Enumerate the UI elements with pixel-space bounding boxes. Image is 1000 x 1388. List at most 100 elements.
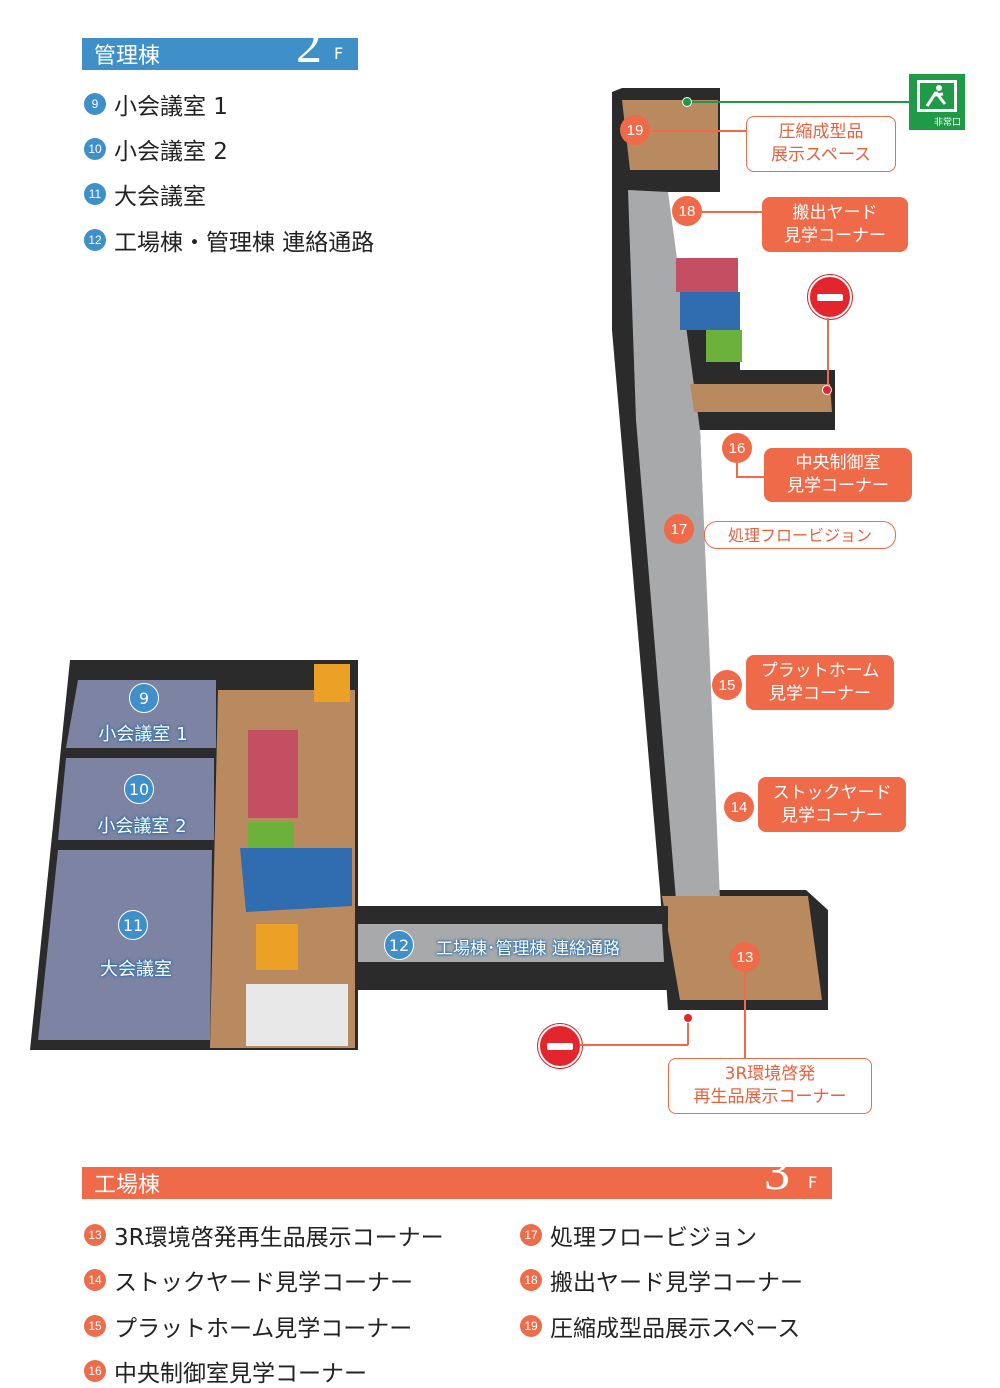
factory-floor-suffix: F [808,1173,818,1192]
legend-label: 搬出ヤード見学コーナー [550,1270,803,1296]
elevator-upper [314,664,350,702]
leader-line-16a [736,463,738,477]
leader-line-19 [650,130,746,132]
callout-15-line2: 見学コーナー [769,683,871,704]
factory-corridor-floor [628,190,720,900]
callout-17-line1: 処理フロービジョン [727,525,872,545]
legend-item-15: 15 プラットホーム見学コーナー [84,1309,412,1343]
legend-item-14: 14 ストックヤード見学コーナー [84,1263,413,1297]
legend-num: 12 [84,229,106,251]
exit-sign-label: 非常口 [933,118,961,128]
callout-19-line1: 圧縮成型品 [778,122,864,142]
exit-marker-dot [682,97,692,107]
legend-num: 9 [84,93,106,115]
admin-floor-suffix: F [334,44,344,63]
legend-num: 13 [84,1224,106,1246]
toilet-admin-men [240,848,352,912]
control-room-floor [690,384,832,412]
callout-badge-18: 18 [672,196,702,226]
factory-building-header: 工場棟 3 F [82,1147,832,1199]
legend-num: 16 [84,1360,106,1382]
callout-15-line1: プラットホーム [760,660,880,681]
callout-badge-15: 15 [712,670,742,700]
room-label-corridor: 工場棟･管理棟 連絡通路 [436,939,620,959]
callout-18: 搬出ヤード 見学コーナー [762,197,908,252]
callout-13-line2: 再生品展示コーナー [693,1087,847,1107]
legend-item-12: 12 工場棟・管理棟 連絡通路 [84,223,374,257]
legend-item-13: 13 3R環境啓発再生品展示コーナー [84,1218,444,1252]
legend-num: 15 [84,1315,106,1337]
factory-building-title: 工場棟 [94,1173,161,1198]
callout-16: 中央制御室 見学コーナー [764,448,912,502]
room-label-small2: 小会議室 2 [97,816,187,837]
toilet-admin-women [248,730,298,818]
legend-num: 19 [520,1315,542,1337]
room-label-small1: 小会議室 1 [98,724,188,745]
leader-line-18 [702,211,762,213]
callout-18-line2: 見学コーナー [784,225,886,246]
no-entry-sign-upper [808,275,852,319]
room-badge-10: 10 [124,774,154,804]
leader-line-13 [744,972,746,1060]
admin-building-title: 管理棟 [94,44,161,69]
callout-19-line2: 展示スペース [771,145,871,165]
room-badge-11: 11 [118,910,148,940]
callout-badge-17: 17 [664,514,694,544]
callout-14-line1: ストックヤード [772,782,892,803]
legend-item-11: 11 大会議室 [84,177,206,211]
room-badge-12: 12 [384,930,414,960]
callout-16-line1: 中央制御室 [795,453,881,473]
room-label-large: 大会議室 [100,959,172,980]
no-entry-upper-dot [822,385,832,395]
room-badge-9: 9 [129,683,159,713]
stairs [246,984,348,1046]
legend-num: 18 [520,1269,542,1291]
no-entry-upper-line [827,318,829,384]
legend-item-9: 9 小会議室 1 [84,87,228,121]
legend-label: 圧縮成型品展示スペース [550,1316,801,1342]
legend-item-17: 17 処理フロービジョン [520,1218,757,1252]
callout-14-line2: 見学コーナー [781,805,883,826]
connecting-corridor-floor [330,924,664,962]
no-entry-lower-line-h [580,1044,688,1046]
callout-16-line2: 見学コーナー [787,476,889,496]
toilet-accessible [706,330,742,362]
callout-badge-16: 16 [722,433,752,463]
callout-badge-13: 13 [730,942,760,972]
room-large [38,850,212,1040]
legend-label: プラットホーム見学コーナー [114,1316,413,1342]
callout-19: 圧縮成型品 展示スペース [746,116,896,172]
no-entry-lower-line-v [687,1020,689,1045]
callout-13: 3R環境啓発 再生品展示コーナー [668,1058,872,1114]
elevator-lower [256,924,298,970]
legend-label: 処理フロービジョン [550,1225,757,1251]
admin-floor-number: 2 [296,17,322,74]
leader-line-16b [736,476,764,478]
callout-17: 処理フロービジョン [704,521,896,549]
callout-badge-14: 14 [724,792,754,822]
legend-num: 17 [520,1224,542,1246]
legend-label: 中央制御室見学コーナー [114,1361,367,1387]
no-entry-lower-dot [683,1013,693,1023]
exit-sign: 非常口 [909,74,965,130]
legend-label: ストックヤード見学コーナー [114,1270,413,1296]
toilet-women [676,258,738,292]
callout-15: プラットホーム 見学コーナー [746,655,894,710]
legend-item-18: 18 搬出ヤード見学コーナー [520,1263,803,1297]
legend-item-10: 10 小会議室 2 [84,132,228,166]
legend-label: 工場棟・管理棟 連絡通路 [114,230,375,256]
legend-item-16: 16 中央制御室見学コーナー [84,1354,367,1388]
factory-floor-number: 3 [764,1144,790,1201]
callout-18-line1: 搬出ヤード [792,202,878,223]
legend-label: 3R環境啓発再生品展示コーナー [114,1225,444,1251]
exit-leader-line [688,101,910,103]
callout-13-line1: 3R環境啓発 [724,1064,816,1084]
legend-label: 大会議室 [114,184,206,210]
admin-building-header: 管理棟 2 F [82,20,358,72]
legend-num: 14 [84,1269,106,1291]
callout-14: ストックヤード 見学コーナー [758,777,906,832]
legend-label: 小会議室 2 [114,139,228,165]
legend-item-19: 19 圧縮成型品展示スペース [520,1309,800,1343]
no-entry-sign-lower [538,1024,582,1068]
